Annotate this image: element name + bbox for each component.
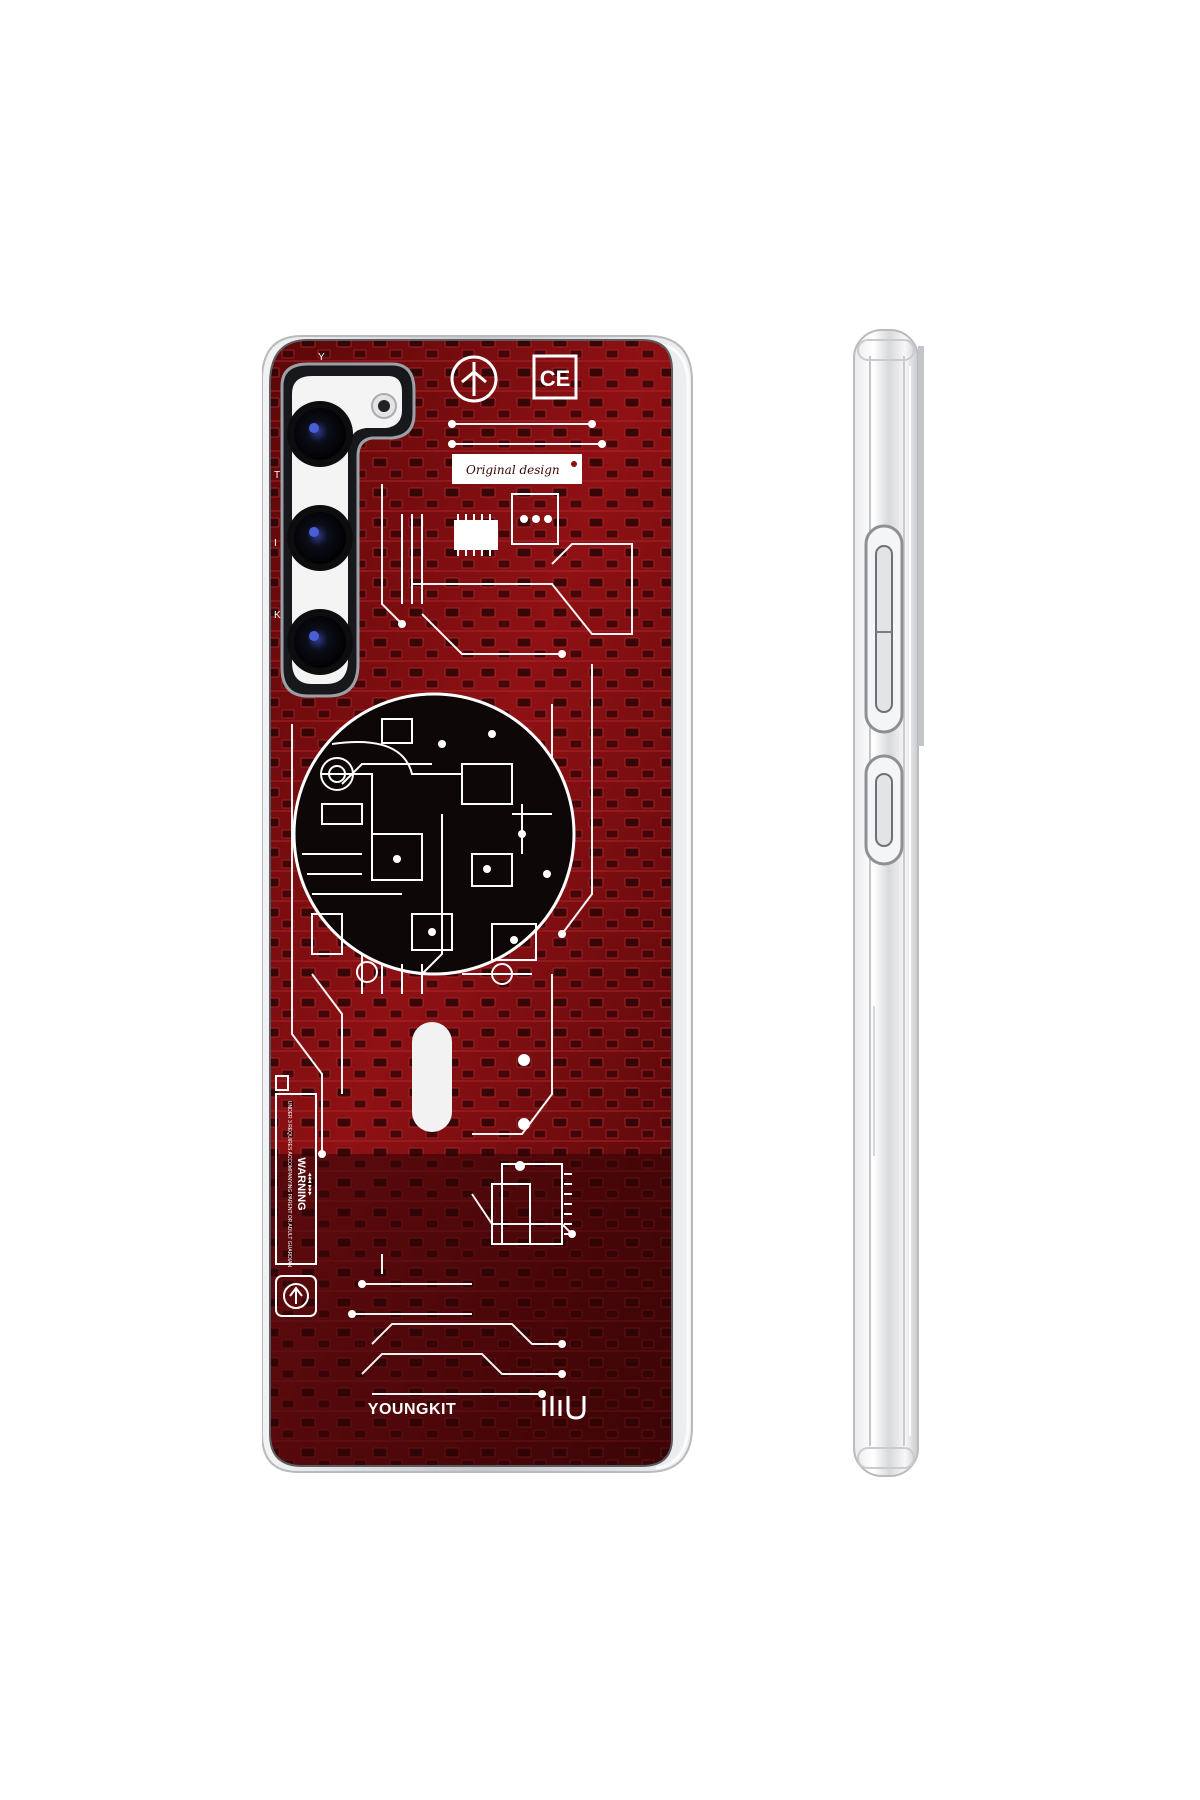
original-design-label: Original design <box>452 454 582 484</box>
airplane-circle-icon <box>450 355 498 403</box>
flash-icon <box>371 393 397 419</box>
ce-mark: CE <box>532 354 578 400</box>
ic-chip <box>454 493 559 556</box>
volume-button-icon[interactable] <box>864 524 904 734</box>
svg-text:CE: CE <box>540 366 571 391</box>
magnetic-ring-icon <box>292 692 576 994</box>
svg-text:I: I <box>274 538 277 549</box>
warning-label: WARNING UNDER 3 REQUIRES ACCOMPANYING PA… <box>275 1075 317 1268</box>
svg-text:WARNING: WARNING <box>295 1157 307 1210</box>
lanyard-slot <box>412 1022 452 1132</box>
svg-text:T: T <box>274 470 280 481</box>
svg-text:◂◂◂ ▸▸▸: ◂◂◂ ▸▸▸ <box>306 1172 313 1196</box>
clear-edge <box>853 329 919 1477</box>
phone-case-back: Original design CE Y O U <box>262 334 702 1474</box>
camera-lens-middle <box>287 505 353 571</box>
recycle-icon <box>275 1275 317 1317</box>
svg-text:Y: Y <box>318 352 325 363</box>
camera-lens-bottom <box>287 609 353 675</box>
phone-case-side <box>848 326 928 1480</box>
power-button-icon[interactable] <box>864 754 904 866</box>
svg-text:K: K <box>274 610 281 621</box>
logo-mark-icon <box>542 1396 586 1420</box>
bottom-chip <box>491 1163 572 1245</box>
svg-text:UNDER 3 REQUIRES ACCOMPANYING: UNDER 3 REQUIRES ACCOMPANYING PARENT OR … <box>286 1101 292 1268</box>
svg-text:Original design: Original design <box>466 463 560 477</box>
brand-wordmark: YOUNGKIT <box>368 1401 456 1418</box>
camera-lens-top <box>287 401 353 467</box>
